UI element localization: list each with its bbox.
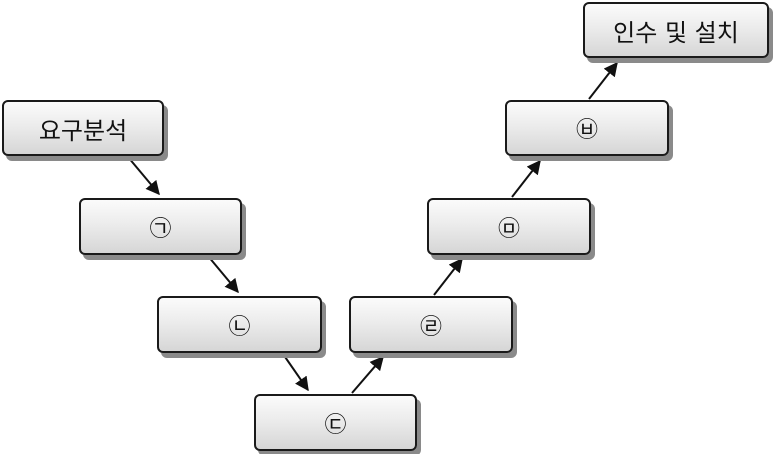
stage-e-label: ㉤ bbox=[497, 216, 520, 242]
arrow-c-to-d bbox=[351, 355, 384, 394]
stage-acceptance-installation-label: 인수 및 설치 bbox=[613, 18, 739, 47]
stage-c: ㉢ bbox=[254, 394, 417, 451]
stage-d: ㉣ bbox=[349, 296, 513, 353]
stage-a: ㉠ bbox=[79, 198, 242, 255]
stage-a-label: ㉠ bbox=[149, 216, 172, 242]
arrow-start-to-a bbox=[127, 156, 160, 196]
stage-e: ㉤ bbox=[427, 198, 591, 255]
stage-f-label: ㉥ bbox=[575, 118, 598, 143]
stage-c-label: ㉢ bbox=[324, 412, 347, 438]
stage-b: ㉡ bbox=[157, 296, 322, 353]
arrow-b-to-c bbox=[282, 353, 309, 392]
arrow-a-to-b bbox=[207, 255, 239, 294]
stage-requirements-analysis: 요구분석 bbox=[2, 100, 164, 156]
stage-d-label: ㉣ bbox=[419, 314, 442, 340]
arrow-e-to-f bbox=[511, 159, 541, 198]
arrow-f-to-end bbox=[588, 61, 618, 100]
arrow-d-to-e bbox=[433, 257, 463, 296]
stage-requirements-analysis-label: 요구분석 bbox=[38, 116, 128, 145]
stage-b-label: ㉡ bbox=[228, 314, 251, 340]
stage-acceptance-installation: 인수 및 설치 bbox=[583, 2, 769, 58]
stage-f: ㉥ bbox=[505, 100, 669, 156]
